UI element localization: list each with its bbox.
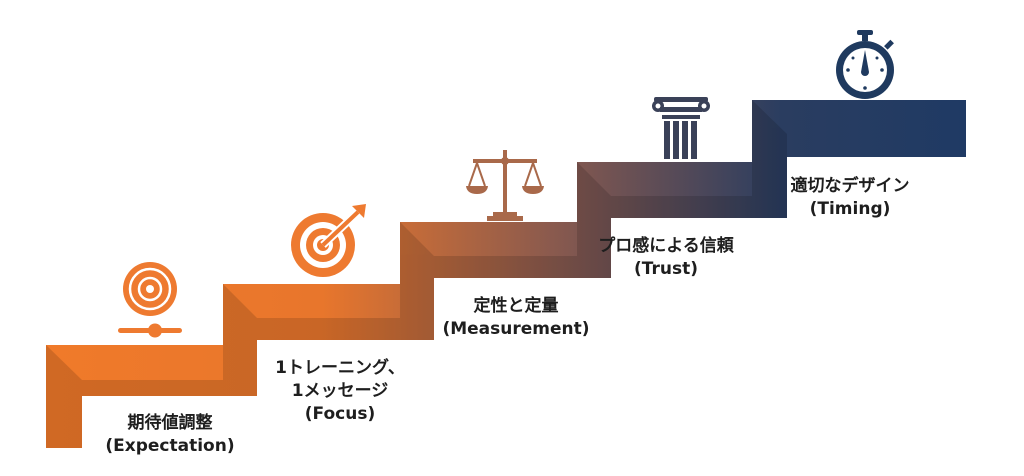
stopwatch-icon: [836, 30, 894, 99]
step-5-label: 適切なデザイン (Timing): [791, 175, 910, 221]
step-4-label: プロ感による信頼 (Trust): [598, 235, 734, 281]
staircase-shape: [46, 100, 966, 448]
step-2-label: 1トレーニング、 1メッセージ (Focus): [275, 357, 405, 426]
step-1-title: 期待値調整: [127, 413, 213, 433]
bullseye-arrow-icon: [291, 204, 366, 277]
step-4-subtitle: (Trust): [634, 259, 698, 279]
step-3-label: 定性と定量 (Measurement): [442, 295, 589, 341]
step-2-title: 1トレーニング、: [275, 358, 405, 378]
balance-scale-icon: [466, 150, 544, 221]
target-slider-icon: [118, 262, 182, 338]
step-5-subtitle: (Timing): [809, 199, 891, 219]
step-3-title: 定性と定量: [473, 296, 559, 316]
step-bevels: [46, 100, 787, 448]
pillar-icon: [652, 97, 710, 159]
step-2-title-line2: 1メッセージ: [291, 381, 389, 401]
step-2-subtitle: (Focus): [304, 404, 376, 424]
step-5-title: 適切なデザイン: [790, 176, 910, 196]
step-3-subtitle: (Measurement): [442, 319, 590, 339]
step-1-subtitle: (Expectation): [105, 436, 235, 456]
step-1-label: 期待値調整 (Expectation): [105, 412, 234, 458]
step-4-title: プロ感による信頼: [598, 236, 734, 256]
